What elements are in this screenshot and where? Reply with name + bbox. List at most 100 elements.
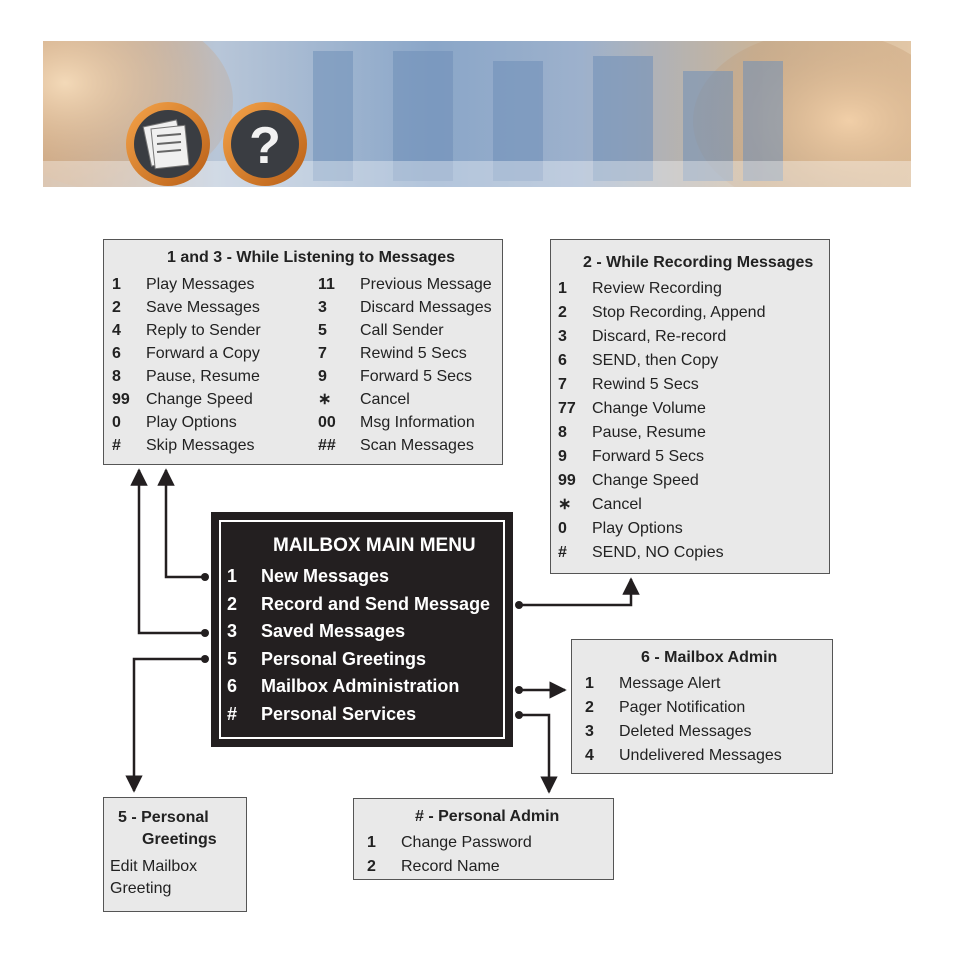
arrow-services-to-personal-admin bbox=[519, 713, 558, 794]
listening-right-label: Discard Messages bbox=[360, 299, 492, 316]
listening-left-label: Forward a Copy bbox=[146, 345, 260, 362]
greetings-body-line1: Edit Mailbox bbox=[110, 858, 198, 875]
connector-dot-personal-greetings bbox=[201, 655, 209, 663]
mailbox-admin-label: Message Alert bbox=[619, 675, 721, 692]
recording-key: ∗ bbox=[558, 496, 572, 513]
listening-left-label: Play Options bbox=[146, 414, 237, 431]
listening-left-label: Pause, Resume bbox=[146, 368, 260, 385]
listening-right-label: Call Sender bbox=[360, 322, 444, 339]
listening-left-label: Skip Messages bbox=[146, 437, 255, 454]
listening-left-key: 99 bbox=[112, 391, 130, 408]
question-mark-icon: ? bbox=[223, 102, 307, 186]
main-menu-key: 6 bbox=[227, 676, 238, 696]
mailbox-admin-label: Undelivered Messages bbox=[619, 747, 782, 764]
listening-left-key: 0 bbox=[112, 414, 121, 431]
personal-admin-key: 1 bbox=[367, 834, 376, 851]
listening-left-label: Play Messages bbox=[146, 276, 255, 293]
mailbox-admin-key: 1 bbox=[585, 675, 594, 692]
recording-key: 1 bbox=[558, 280, 567, 297]
personal-admin-label: Change Password bbox=[401, 834, 532, 851]
greetings-title-line2: Greetings bbox=[142, 831, 217, 848]
main-menu-label: Personal Greetings bbox=[261, 648, 427, 669]
personal-admin-box: # - Personal Admin 1 Change Password 2 Reco… bbox=[353, 798, 614, 880]
main-menu-title: MAILBOX MAIN MENU bbox=[273, 535, 476, 556]
recording-key: 7 bbox=[558, 376, 567, 393]
listening-left-key: 8 bbox=[112, 368, 121, 385]
recording-label: Forward 5 Secs bbox=[592, 448, 705, 465]
main-menu-label: New Messages bbox=[261, 566, 390, 586]
listening-right-key: ∗ bbox=[318, 391, 332, 408]
recording-label: Play Options bbox=[592, 520, 683, 537]
main-menu-label: Saved Messages bbox=[261, 621, 406, 641]
arrow-saved-messages-to-listening bbox=[130, 468, 205, 635]
listening-title: 1 and 3 - While Listening to Messages bbox=[167, 249, 456, 266]
recording-label: Change Speed bbox=[592, 472, 699, 489]
listening-left-key: 4 bbox=[112, 322, 121, 339]
main-menu-key: 1 bbox=[227, 566, 238, 586]
listening-right-key: 9 bbox=[318, 368, 327, 385]
svg-text:?: ? bbox=[249, 117, 281, 175]
header-banner: ? bbox=[43, 41, 911, 187]
recording-key: # bbox=[558, 544, 567, 561]
arrow-record-to-recording bbox=[519, 577, 640, 607]
connector-dot-record-send bbox=[515, 601, 523, 609]
personal-admin-title: # - Personal Admin bbox=[415, 808, 560, 825]
personal-admin-label: Record Name bbox=[401, 858, 500, 875]
recording-title: 2 - While Recording Messages bbox=[583, 254, 814, 271]
mailbox-admin-label: Pager Notification bbox=[619, 699, 746, 716]
listening-right-key: ## bbox=[318, 437, 336, 454]
mailbox-main-menu: MAILBOX MAIN MENU 1 New Messages 2 Record a… bbox=[211, 512, 513, 747]
listening-left-key: 6 bbox=[112, 345, 121, 362]
listening-right-label: Scan Messages bbox=[360, 437, 474, 454]
recording-label: Cancel bbox=[592, 496, 642, 513]
listening-left-label: Change Speed bbox=[146, 391, 253, 408]
recording-key: 0 bbox=[558, 520, 567, 537]
document-stack-icon bbox=[126, 102, 210, 186]
main-menu-label: Mailbox Administration bbox=[261, 676, 460, 696]
listening-right-key: 5 bbox=[318, 322, 327, 339]
recording-label: Pause, Resume bbox=[592, 424, 706, 441]
main-menu-label: Personal Services bbox=[261, 703, 417, 724]
connector-dot-saved-messages bbox=[201, 629, 209, 637]
personal-greetings-box: 5 - Personal Greetings Edit Mailbox Gree… bbox=[103, 797, 247, 912]
listening-left-key: # bbox=[112, 437, 121, 454]
recording-label: Review Recording bbox=[592, 280, 722, 297]
listening-right-label: Cancel bbox=[360, 391, 410, 408]
listening-right-label: Previous Message bbox=[360, 276, 492, 293]
recording-key: 6 bbox=[558, 352, 567, 369]
recording-key: 2 bbox=[558, 304, 567, 321]
listening-left-key: 1 bbox=[112, 276, 121, 293]
connector-dot-personal-services bbox=[515, 711, 523, 719]
arrow-greetings-to-greetings-box bbox=[125, 657, 205, 793]
main-menu-key: 5 bbox=[227, 648, 238, 669]
arrow-new-messages-to-listening bbox=[157, 468, 205, 579]
main-menu-key: 3 bbox=[227, 621, 238, 641]
greetings-title-line1: 5 - Personal bbox=[118, 809, 209, 826]
listening-right-label: Msg Information bbox=[360, 414, 475, 431]
banner-artwork: ? bbox=[43, 41, 911, 187]
listening-left-label: Reply to Sender bbox=[146, 322, 261, 339]
listening-right-label: Rewind 5 Secs bbox=[360, 345, 467, 362]
mailbox-admin-key: 4 bbox=[585, 747, 594, 764]
greetings-body-line2: Greeting bbox=[110, 880, 172, 897]
recording-label: Rewind 5 Secs bbox=[592, 376, 699, 393]
listening-right-key: 3 bbox=[318, 299, 327, 316]
recording-label: SEND, NO Copies bbox=[592, 544, 724, 561]
main-menu-label: Record and Send Message bbox=[261, 593, 491, 614]
mailbox-admin-key: 3 bbox=[585, 723, 594, 740]
listening-right-key: 00 bbox=[318, 414, 336, 431]
main-menu-key: # bbox=[227, 703, 238, 724]
mailbox-admin-key: 2 bbox=[585, 699, 594, 716]
listening-right-key: 11 bbox=[318, 276, 335, 293]
recording-label: Stop Recording, Append bbox=[592, 304, 766, 321]
recording-key: 3 bbox=[558, 328, 567, 345]
recording-key: 99 bbox=[558, 472, 576, 489]
recording-commands-box: 2 - While Recording Messages 1 Review Rec… bbox=[550, 239, 830, 574]
recording-label: Change Volume bbox=[592, 400, 706, 417]
personal-admin-key: 2 bbox=[367, 858, 376, 875]
main-menu-border bbox=[219, 520, 505, 739]
main-menu-key: 2 bbox=[227, 593, 238, 614]
